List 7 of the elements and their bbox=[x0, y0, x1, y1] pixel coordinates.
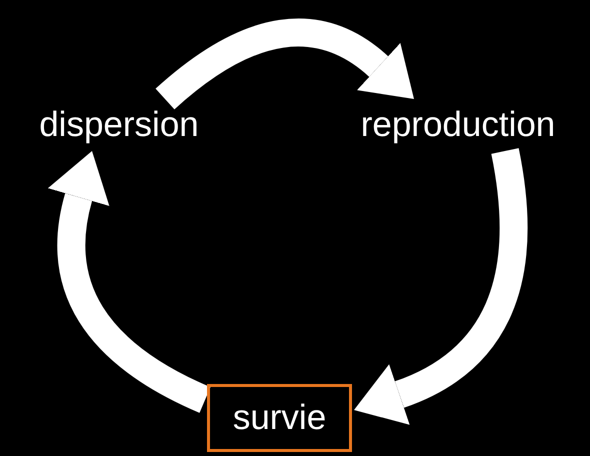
cycle-arrow bbox=[47, 150, 211, 413]
cycle-arrow bbox=[156, 18, 416, 110]
process-box bbox=[207, 384, 352, 452]
node-label: dispersion bbox=[39, 105, 199, 145]
cycle-arrow bbox=[354, 148, 528, 424]
node-label: reproduction bbox=[360, 105, 556, 145]
node-label: survie bbox=[232, 398, 326, 438]
